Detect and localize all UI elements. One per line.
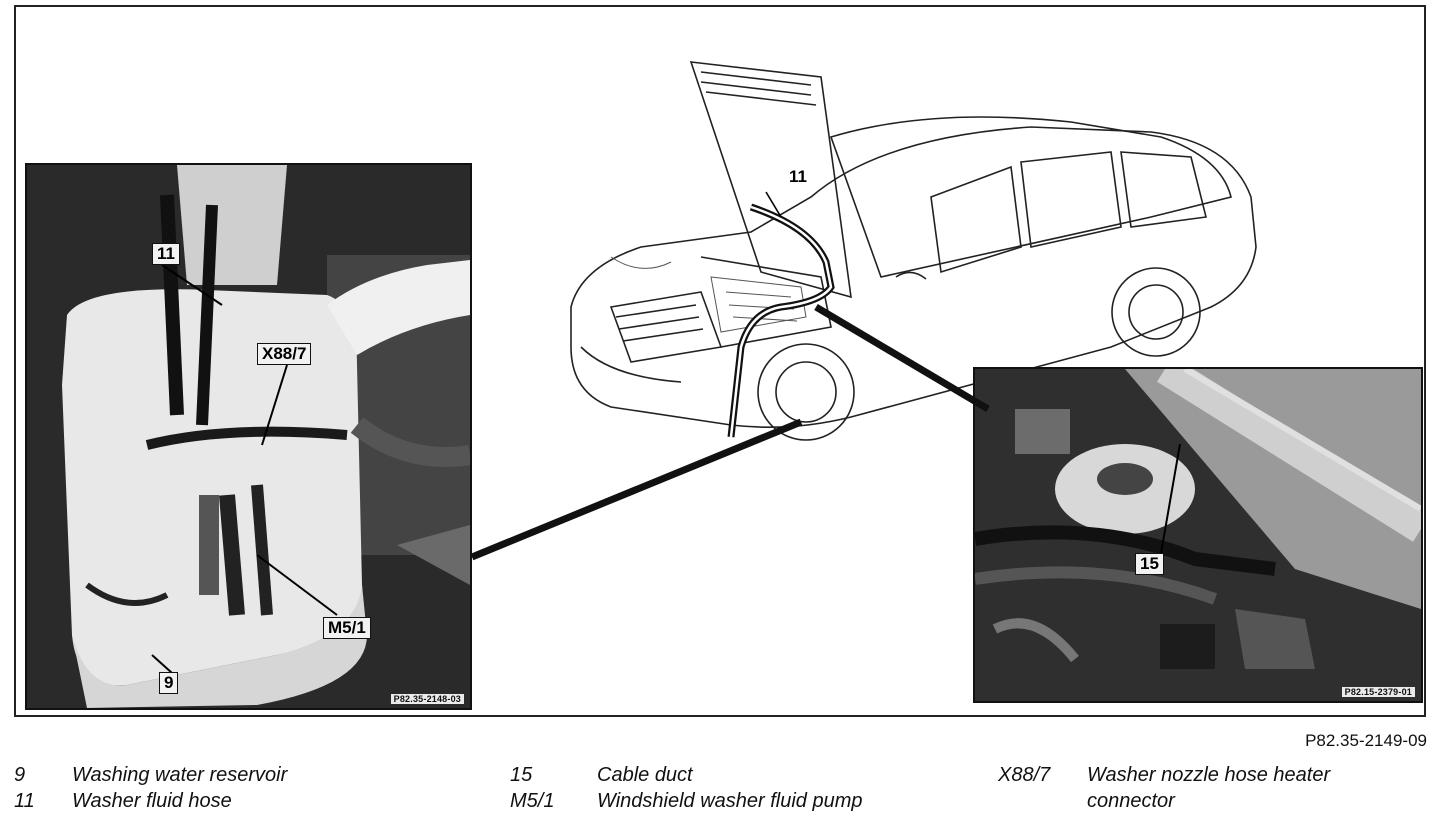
callout-11-car: 11: [789, 167, 807, 186]
callout-11-left: 11: [152, 243, 180, 265]
callout-m5-1: M5/1: [323, 617, 371, 639]
legend-desc: Cable duct: [597, 764, 693, 786]
reservoir-photo: 11 X88/7 M5/1 9 P82.35-2148-03: [25, 163, 472, 710]
legend-desc: Washing water reservoir: [72, 764, 288, 786]
legend-desc: Windshield washer fluid pump: [597, 790, 863, 812]
diagram-frame: 11 X88/7 M5/1 9 P82.35-2148-03: [14, 5, 1426, 717]
legend-num: M5/1: [510, 790, 555, 812]
left-photo-code: P82.35-2148-03: [390, 694, 464, 704]
callout-15: 15: [1135, 553, 1164, 575]
legend: 9 Washing water reservoir 11 Washer flui…: [0, 762, 1447, 822]
legend-num: 15: [510, 764, 533, 786]
legend-num: 11: [14, 790, 35, 812]
callout-x88-7: X88/7: [257, 343, 312, 365]
car-illustration: 11: [551, 47, 1271, 452]
right-photo-code: P82.15-2379-01: [1341, 687, 1415, 697]
legend-num: 9: [14, 764, 26, 786]
legend-num: X88/7: [998, 764, 1051, 786]
legend-item: X88/7 Washer nozzle hose heater connecto…: [998, 762, 1418, 814]
legend-desc: Washer fluid hose: [72, 790, 232, 812]
callout-9: 9: [159, 672, 179, 694]
figure-code: P82.35-2149-09: [1305, 731, 1427, 750]
cable-duct-photo: 15 P82.15-2379-01: [973, 367, 1423, 703]
legend-desc: Washer nozzle hose heater connector: [1087, 764, 1331, 812]
